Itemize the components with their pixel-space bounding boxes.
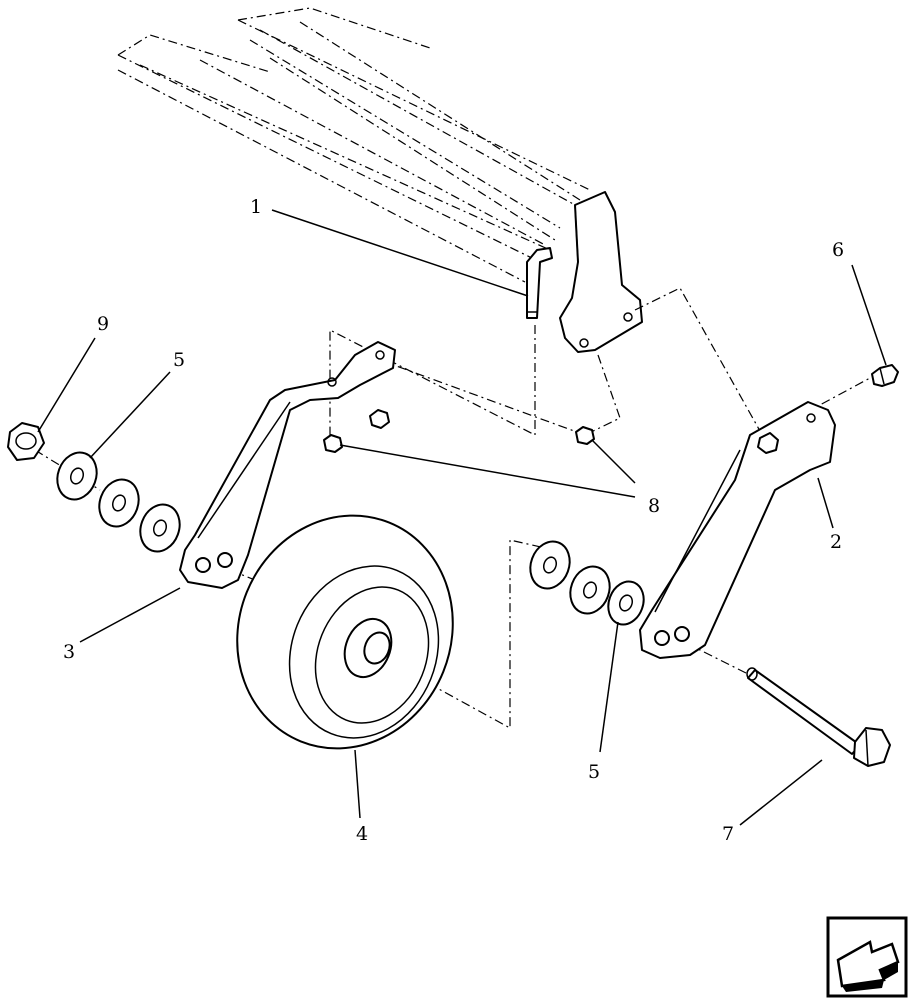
callout-7: 7	[722, 823, 734, 845]
phantom-frame	[117, 7, 591, 283]
part-7-long-bolt	[746, 667, 891, 767]
leader-lines	[37, 209, 887, 826]
part-4-wheel	[236, 514, 454, 750]
callout-labels: 1 2 3 4 5 5 6 7 8 9	[63, 196, 844, 845]
callout-5a: 5	[173, 349, 185, 371]
part-9-nut	[7, 422, 45, 461]
part-2-right-arm	[639, 401, 836, 659]
callout-9: 9	[97, 313, 109, 335]
callout-4: 4	[356, 823, 368, 845]
callout-2: 2	[830, 531, 842, 553]
back-arrow-icon[interactable]	[826, 916, 908, 998]
callout-5b: 5	[588, 761, 600, 783]
part-8-nuts	[323, 409, 595, 453]
part-5-washers-right	[529, 540, 645, 626]
part-6-bolt	[871, 364, 899, 387]
part-3-left-arm	[179, 341, 396, 589]
frame-mount-bracket	[559, 191, 643, 353]
callout-1: 1	[250, 196, 262, 218]
callout-8: 8	[648, 495, 660, 517]
part-1-pin	[526, 247, 553, 319]
callout-6: 6	[832, 239, 844, 261]
part-5-washers-left	[56, 451, 181, 553]
callout-3: 3	[63, 641, 75, 663]
